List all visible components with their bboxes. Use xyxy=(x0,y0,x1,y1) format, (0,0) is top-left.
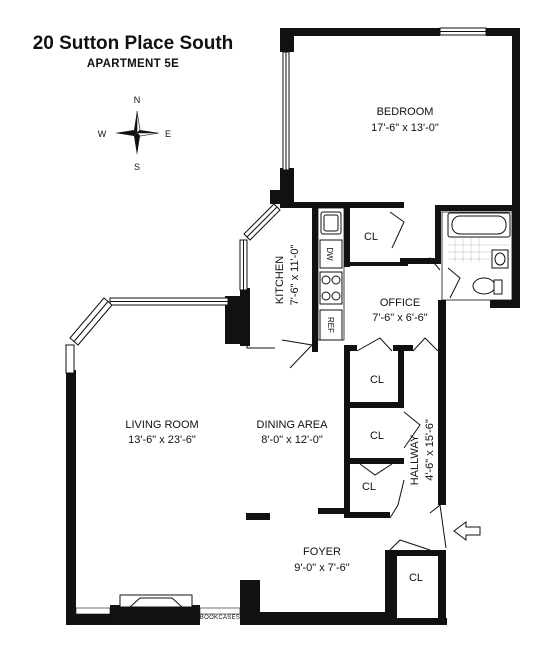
bedroom-bay-window xyxy=(282,51,290,171)
dishwasher-label: DW xyxy=(325,247,334,261)
bedroom-name: BEDROOM xyxy=(377,106,434,118)
office-dims: 7'-6" x 6'-6" xyxy=(372,312,428,324)
kitchen-counter xyxy=(317,207,345,341)
kitchen-sink-icon xyxy=(320,211,342,235)
bookcases-label-right: BOOKCASES xyxy=(200,615,240,621)
refrigerator xyxy=(319,309,343,341)
closet-label-bedroom: CL xyxy=(364,231,378,243)
compass-north: N xyxy=(134,95,141,105)
compass-west: W xyxy=(98,129,107,139)
refrigerator-label: REF xyxy=(326,317,335,333)
closet-label-office: CL xyxy=(370,374,384,386)
bookcase-right xyxy=(199,607,241,615)
kitchen-bay-window xyxy=(239,203,281,291)
compass-east: E xyxy=(165,129,171,139)
bathtub-icon xyxy=(447,212,511,238)
compass-south: S xyxy=(134,162,140,172)
living-room-dims: 13'-6" x 23'-6" xyxy=(128,434,196,446)
closet-label-middle: CL xyxy=(370,430,384,442)
dining-area-name: DINING AREA xyxy=(257,419,329,431)
foyer-name: FOYER xyxy=(303,546,341,558)
sink-icon xyxy=(491,249,509,269)
bookcase-left xyxy=(75,607,111,615)
bathroom xyxy=(441,211,513,301)
plan-subtitle: APARTMENT 5E xyxy=(87,58,179,70)
kitchen-name: KITCHEN xyxy=(274,256,286,304)
dining-area-dims: 8'-0" x 12'-0" xyxy=(261,434,323,446)
entry-arrow-icon xyxy=(453,521,481,541)
office-name: OFFICE xyxy=(380,297,420,309)
plan-title: 20 Sutton Place South xyxy=(33,33,234,54)
walls xyxy=(66,28,520,625)
foyer-dims: 9'-0" x 7'-6" xyxy=(294,562,350,574)
living-bay-window xyxy=(65,297,229,374)
dishwasher xyxy=(319,239,343,269)
fireplace xyxy=(119,594,193,608)
bedroom-top-window xyxy=(439,27,487,36)
kitchen-dims: 7'-6" x 11'-0" xyxy=(289,245,301,306)
toilet-icon xyxy=(472,277,503,295)
hallway-dims: 4'-6" x 15'-6" xyxy=(424,419,436,481)
bookcases-label-left: BOOKCASES xyxy=(73,615,113,621)
stove-icon xyxy=(319,271,343,305)
doors xyxy=(246,211,461,551)
living-room-name: LIVING ROOM xyxy=(125,419,198,431)
closet-label-foyer: CL xyxy=(409,572,423,584)
hallway-name: HALLWAY xyxy=(409,434,421,485)
closet-label-lower: CL xyxy=(362,481,376,493)
bedroom-dims: 17'-6" x 13'-0" xyxy=(371,122,439,134)
compass-rose-icon xyxy=(115,110,160,155)
